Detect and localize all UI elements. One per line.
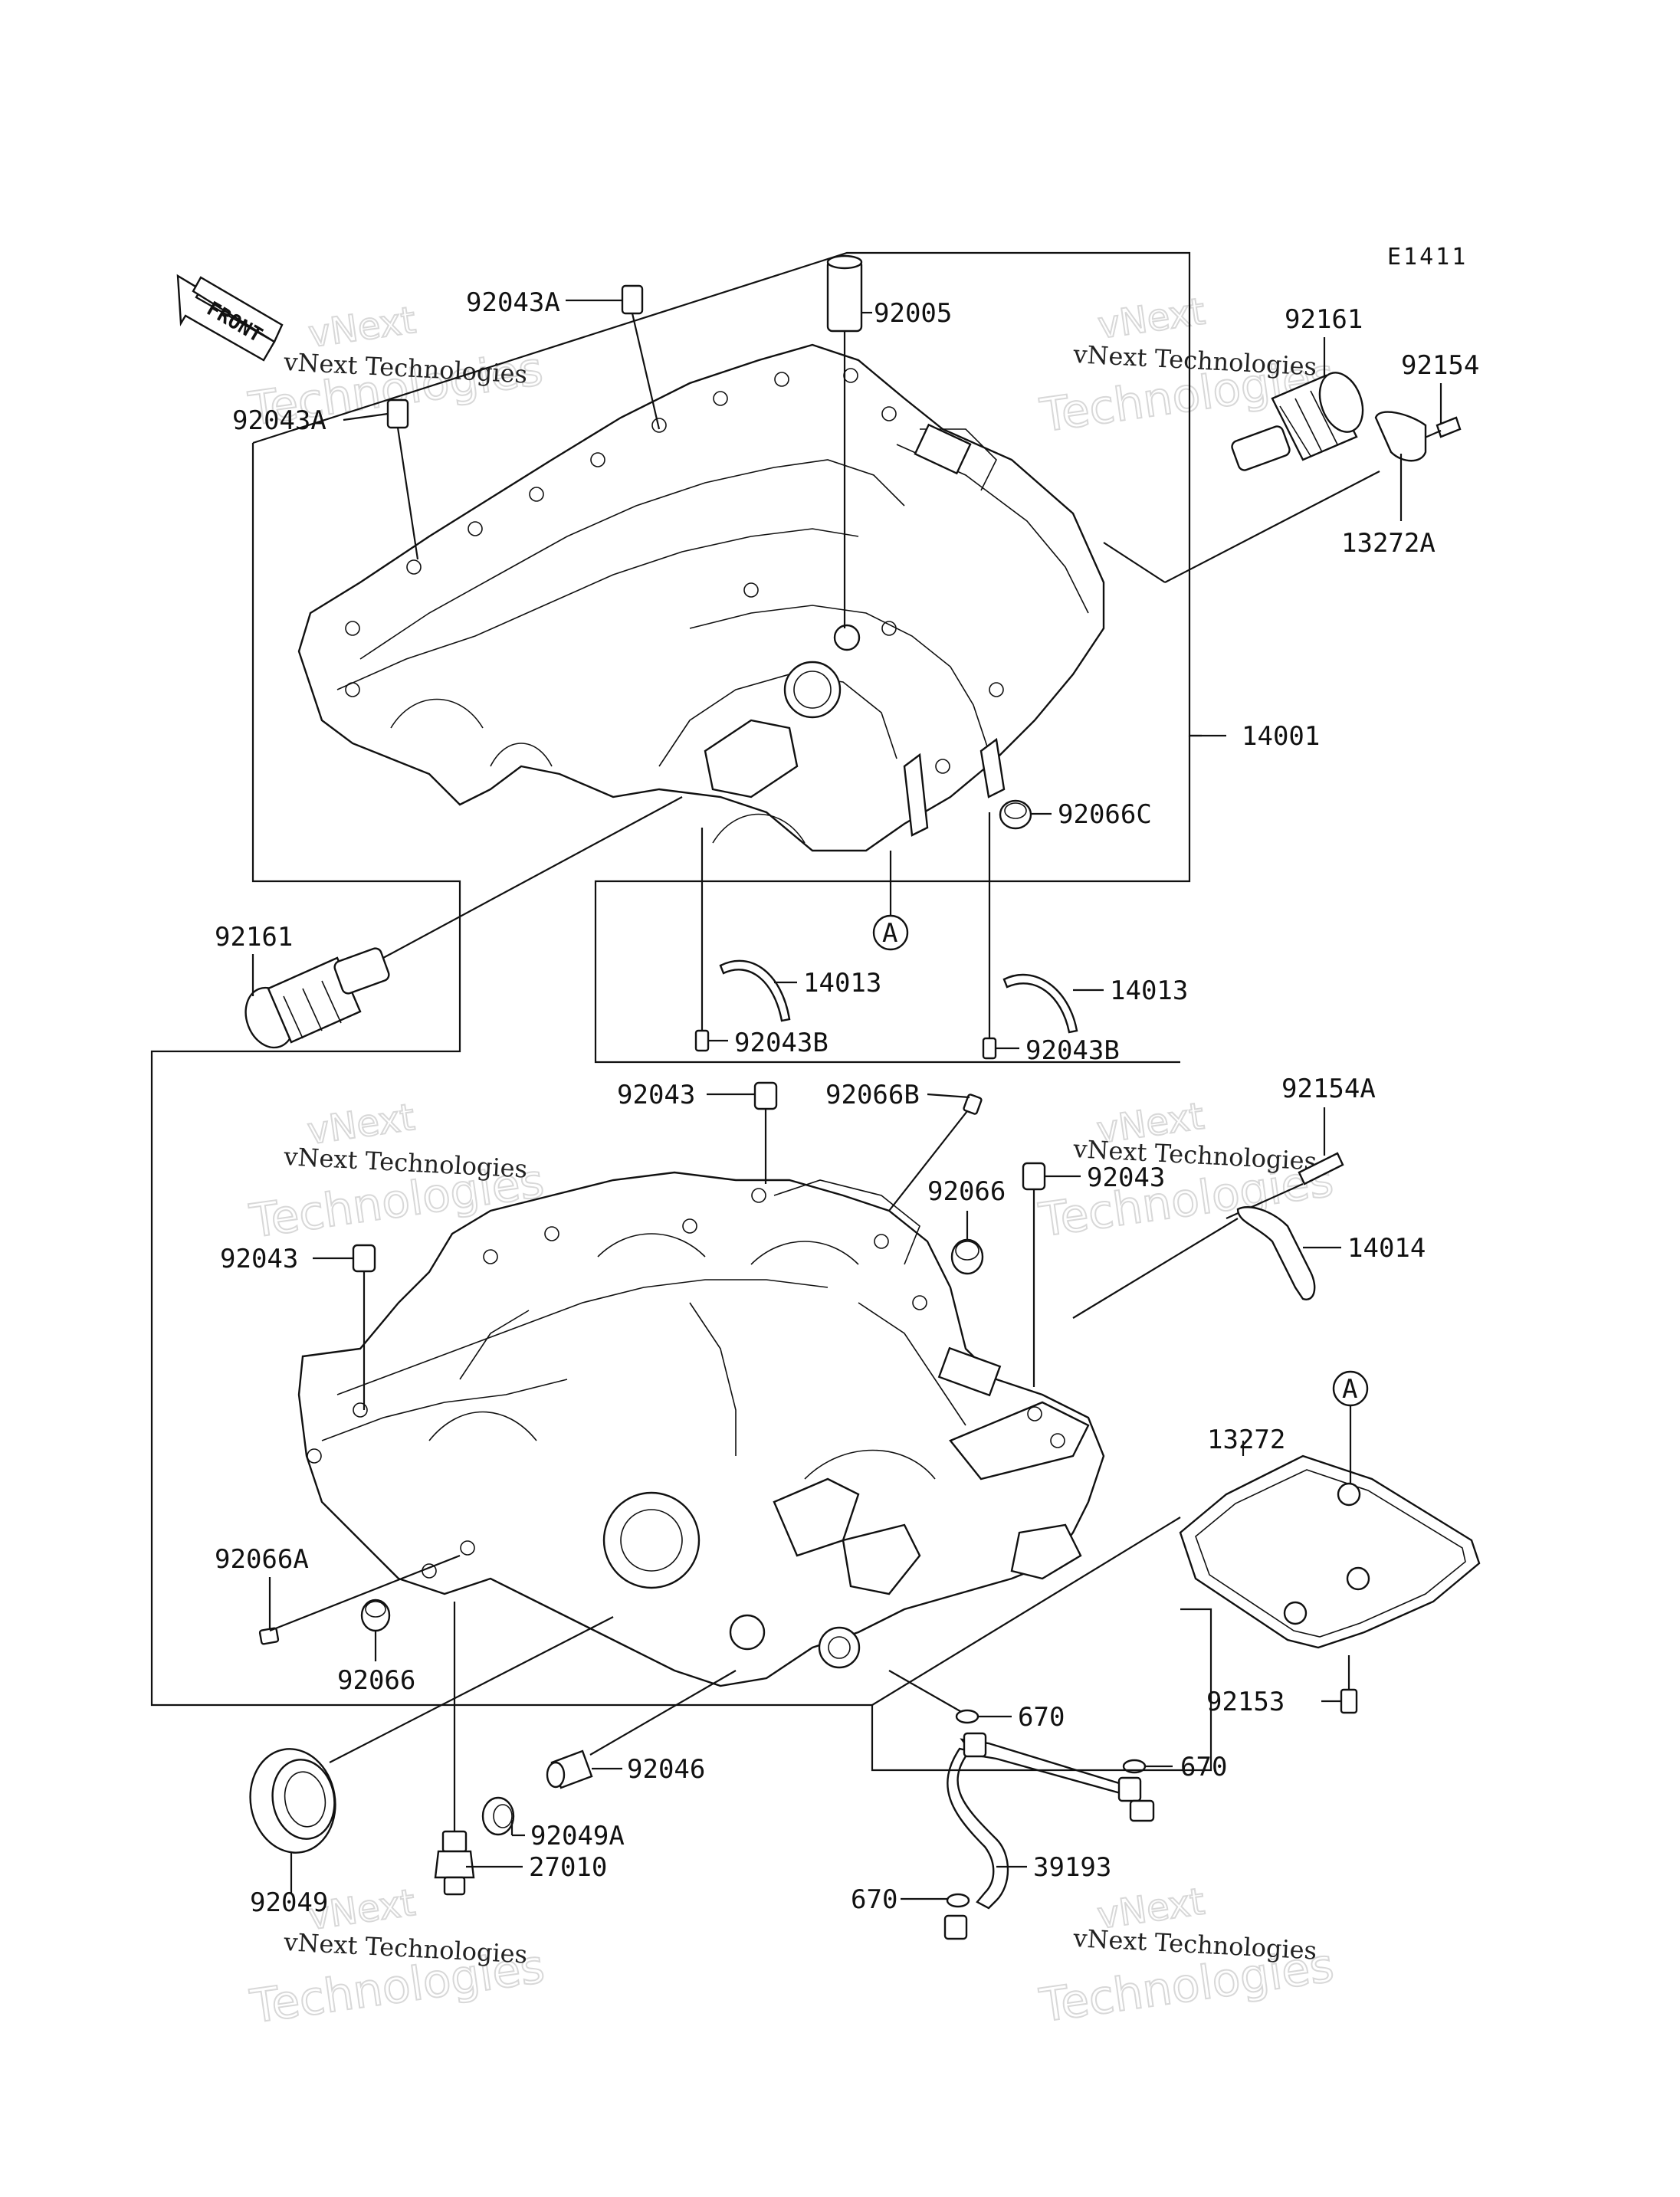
lower-bolt-holes <box>307 1188 1065 1579</box>
label-92049A: 92049A <box>530 1821 625 1851</box>
dowel-92043B-left <box>694 828 710 1052</box>
label-92049: 92049 <box>250 1887 328 1918</box>
svg-text:A: A <box>882 918 897 949</box>
label-92154A: 92154A <box>1281 1074 1376 1104</box>
plug-92066-mid <box>950 1238 984 1275</box>
seal-92049A <box>481 1796 515 1836</box>
dowel-92043-mid <box>753 1081 778 1184</box>
leader-lines <box>251 299 1442 1900</box>
label-39193: 39193 <box>1033 1852 1111 1883</box>
pipe-frame-diag <box>871 1517 1181 1706</box>
dowel-92043A-left <box>386 398 419 560</box>
upper-crankcase <box>297 343 1105 852</box>
label-92043-mid: 92043 <box>617 1080 695 1110</box>
label-92154: 92154 <box>1401 350 1479 381</box>
ref-marker-a-lower: A <box>1332 1370 1369 1407</box>
label-670-a: 670 <box>1018 1702 1065 1733</box>
label-92043-left: 92043 <box>220 1244 298 1274</box>
label-92161-top: 92161 <box>1285 304 1363 335</box>
svg-text:A: A <box>1342 1374 1357 1405</box>
label-14001: 14001 <box>1242 721 1320 752</box>
plug-92066C <box>999 799 1032 830</box>
sleeve-92005 <box>826 254 863 628</box>
label-13272: 13272 <box>1207 1425 1285 1455</box>
oil-pipe-39193 <box>888 1670 1155 1940</box>
dowel-92043B-right <box>982 812 997 1060</box>
plate-13272A <box>1374 411 1427 462</box>
watermark-vnext: vNext <box>1095 290 1208 347</box>
label-92066B: 92066B <box>825 1080 920 1110</box>
label-92066-low: 92066 <box>337 1665 415 1696</box>
label-14013-left: 14013 <box>803 968 881 998</box>
label-92066-mid: 92066 <box>927 1176 1006 1207</box>
front-arrow-icon: FRONT <box>176 274 284 362</box>
bracket-14014 <box>1072 1206 1316 1319</box>
plug-92066B <box>888 1094 983 1212</box>
filter-92161-top <box>1231 372 1364 471</box>
diagram-code: E1411 <box>1387 244 1468 271</box>
label-670-c: 670 <box>851 1884 897 1915</box>
dowel-92043-right <box>1022 1162 1046 1387</box>
ref-marker-a-upper: A <box>872 851 909 951</box>
label-14014: 14014 <box>1347 1233 1426 1264</box>
bolt-92153 <box>1340 1655 1358 1714</box>
seal-92049 <box>249 1616 614 1854</box>
label-92043-right: 92043 <box>1087 1162 1165 1193</box>
o-ring-670-c <box>946 1893 970 1908</box>
plug-92066-low <box>360 1599 391 1632</box>
label-92066C: 92066C <box>1058 799 1152 830</box>
upper-frame-lines <box>150 251 1380 1707</box>
label-92043B-left: 92043B <box>734 1028 829 1058</box>
part-labels: 92043A 92043A 92005 92161 92154 13272A 1… <box>215 287 1479 1918</box>
switch-27010 <box>434 1602 475 1896</box>
label-14013-right: 14013 <box>1110 976 1188 1006</box>
gasket-13272 <box>1179 1405 1481 1649</box>
bearing-92046 <box>546 1670 737 1789</box>
label-92043A-left: 92043A <box>232 405 326 436</box>
filter-92161-left <box>244 796 683 1049</box>
o-ring-670-a <box>955 1709 979 1724</box>
watermark-vnext: vNext <box>306 299 418 356</box>
upper-bolt-holes <box>345 368 1004 774</box>
label-92046: 92046 <box>627 1754 705 1785</box>
label-92005: 92005 <box>874 298 952 329</box>
bearing-14013-left <box>719 959 791 1022</box>
label-92161-left: 92161 <box>215 922 293 953</box>
pipe-frame-lines <box>871 1608 1212 1772</box>
label-13272A: 13272A <box>1341 528 1436 559</box>
plug-92066A <box>258 1554 461 1645</box>
label-92066A: 92066A <box>215 1544 309 1575</box>
label-92043A-top: 92043A <box>466 287 560 318</box>
lower-crankcase <box>297 1171 1105 1687</box>
label-670-b: 670 <box>1180 1752 1227 1782</box>
label-92043B-right: 92043B <box>1025 1035 1120 1066</box>
bearing-14013-right <box>1002 973 1078 1034</box>
label-92153: 92153 <box>1206 1687 1285 1717</box>
label-27010: 27010 <box>529 1852 607 1883</box>
